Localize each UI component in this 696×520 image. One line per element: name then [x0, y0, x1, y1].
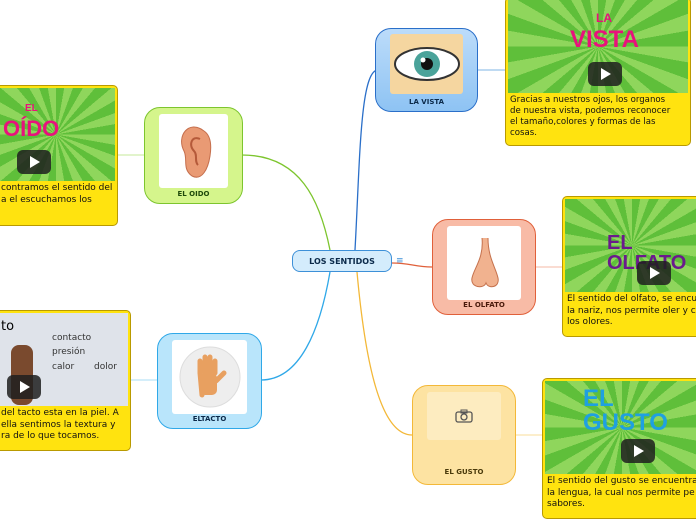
card-vista[interactable]: LA VISTA Gracias a nuestros ojos, los or… — [505, 0, 691, 146]
video-title: EL GUSTO — [583, 385, 668, 436]
card-text: cosas. — [510, 128, 537, 138]
connector-oido — [241, 154, 331, 251]
topic-tacto[interactable]: ELTACTO — [157, 333, 262, 429]
card-text: de nuestra vista, podemos reconocer — [510, 106, 671, 116]
connector-tacto — [260, 271, 331, 381]
notes-icon[interactable]: ≡ — [396, 256, 404, 266]
central-topic-label: LOS SENTIDOS — [309, 256, 375, 266]
video-word: contacto — [52, 333, 92, 343]
topic-oido[interactable]: EL OIDO — [144, 107, 243, 204]
topic-olfato-label: EL OLFATO — [463, 301, 505, 309]
video-title: VISTA — [570, 26, 639, 53]
video-tacto[interactable]: to contacto presión calor dolor — [0, 313, 128, 406]
card-gusto[interactable]: EL GUSTO El sentido del gusto se encuent… — [542, 378, 696, 519]
card-text: sabores. — [547, 499, 586, 509]
video-word: calor — [52, 362, 75, 372]
video-title: EL — [25, 103, 38, 114]
card-text: contramos el sentido del — [1, 183, 113, 193]
video-title: LA — [596, 11, 612, 25]
video-word: dolor — [94, 362, 117, 372]
topic-gusto[interactable]: EL GUSTO — [412, 385, 516, 485]
topic-vista[interactable]: LA VISTA — [375, 28, 478, 112]
card-text: ella sentimos la textura y — [1, 419, 116, 430]
card-text: a el escuchamos los — [1, 194, 92, 205]
play-button[interactable] — [17, 150, 51, 174]
card-text: El sentido del gusto se encuentra — [547, 476, 696, 486]
video-vista[interactable]: LA VISTA — [508, 0, 688, 93]
connector-olfato — [391, 262, 433, 268]
card-olfato[interactable]: EL OLFATO El sentido del olfato, se encu… — [562, 196, 696, 337]
card-tacto[interactable]: to contacto presión calor dolor del tact… — [0, 310, 131, 451]
video-oido[interactable]: EL OÍDO — [0, 88, 115, 181]
topic-vista-label: LA VISTA — [408, 98, 445, 106]
play-button[interactable] — [7, 375, 41, 399]
topic-olfato[interactable]: EL OLFATO — [432, 219, 536, 315]
central-topic[interactable]: LOS SENTIDOS — [292, 250, 392, 272]
card-text: ra de lo que tocamos. — [1, 431, 100, 441]
video-title: OÍDO — [3, 116, 60, 141]
hand-image — [172, 340, 247, 414]
card-text: Gracias a nuestros ojos, los organos — [510, 95, 666, 105]
card-text: el tamaño,colores y formas de las — [510, 117, 656, 127]
video-olfato[interactable]: EL OLFATO — [565, 199, 696, 292]
play-button[interactable] — [637, 261, 671, 285]
nose-image — [447, 226, 521, 300]
play-button[interactable] — [621, 439, 655, 463]
card-text: la lengua, la cual nos permite pe — [547, 487, 695, 498]
video-word: presión — [52, 347, 86, 357]
topic-oido-label: EL OIDO — [177, 190, 210, 198]
video-title: to — [1, 319, 15, 334]
topic-gusto-label: EL GUSTO — [444, 468, 484, 476]
card-oido[interactable]: EL OÍDO contramos el sentido del a el es… — [0, 85, 118, 226]
topic-tacto-label: ELTACTO — [192, 415, 227, 423]
card-text: El sentido del olfato, se encu — [567, 294, 696, 304]
card-text: del tacto esta en la piel. A — [1, 408, 119, 418]
ear-image — [159, 114, 228, 188]
connector-gusto — [356, 271, 413, 436]
eye-image — [390, 34, 463, 94]
card-text: la nariz, nos permite oler y c — [567, 305, 696, 316]
video-gusto[interactable]: EL GUSTO — [545, 381, 696, 474]
connector-vista — [354, 69, 379, 251]
card-text: los olores. — [567, 317, 613, 327]
camera-icon — [427, 392, 501, 440]
play-button[interactable] — [588, 62, 622, 86]
